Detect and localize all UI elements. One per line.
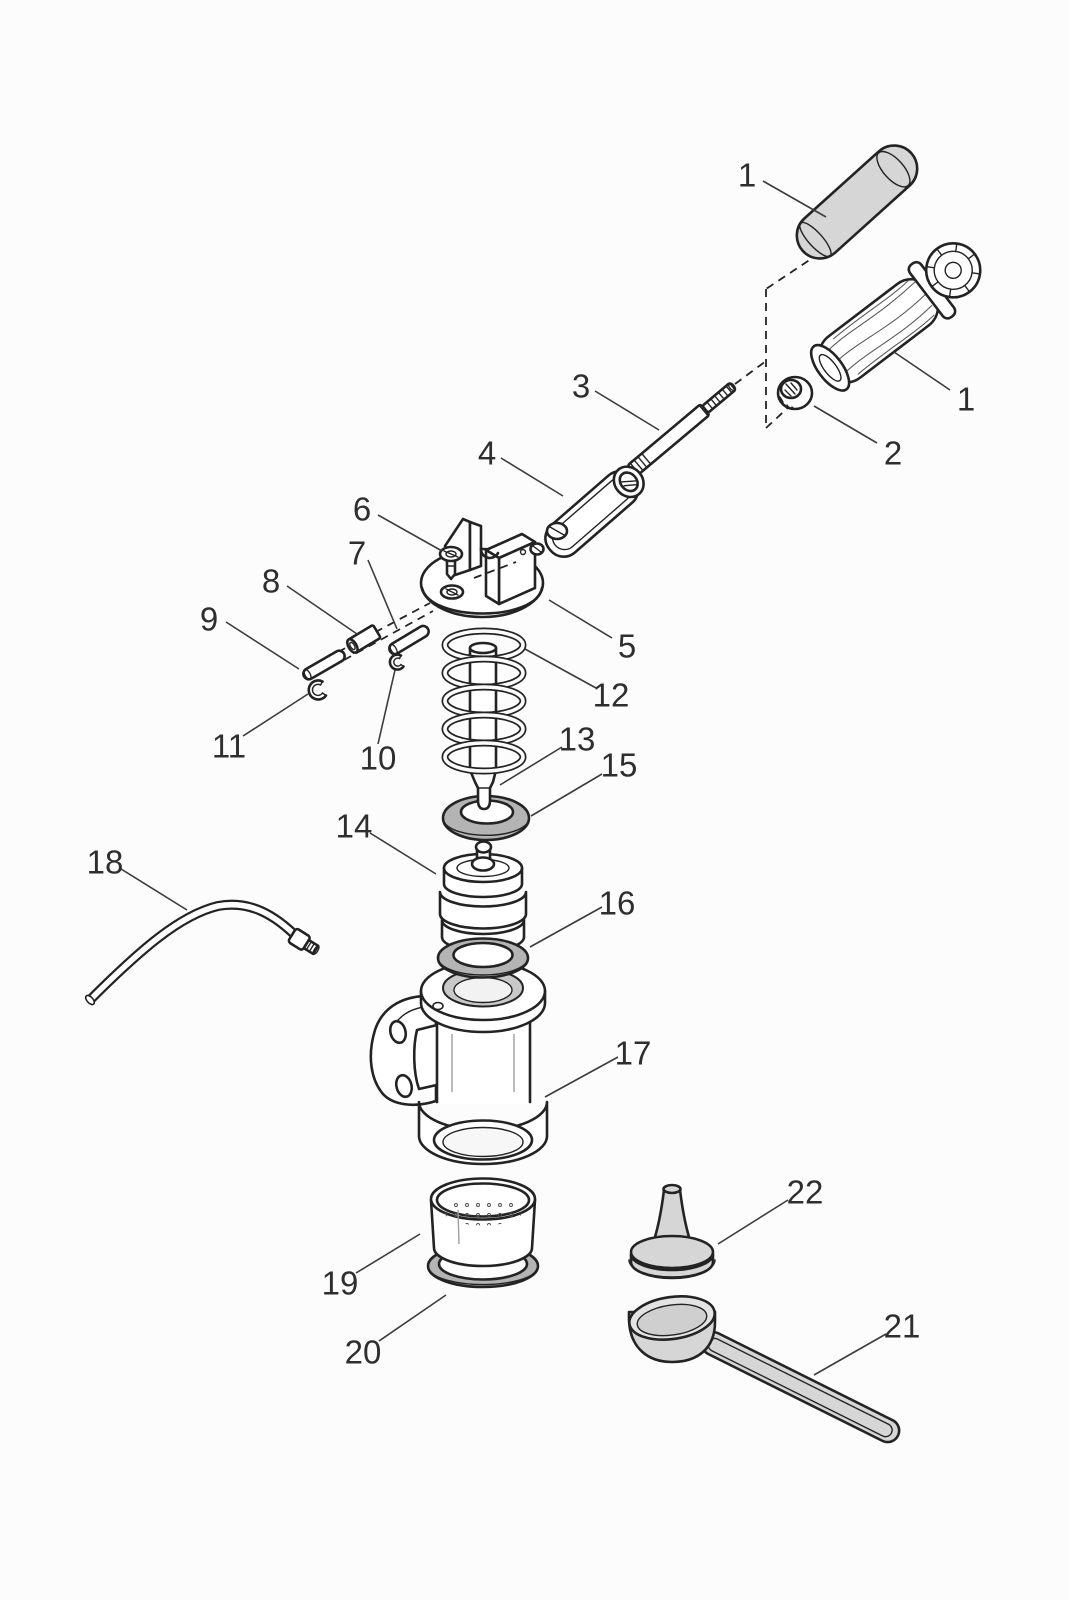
leader-to-part-5 — [548, 599, 613, 639]
callout-part-3: 3 — [572, 368, 590, 405]
leader-to-part-15 — [530, 773, 603, 817]
part-1-handle-grip — [795, 144, 919, 260]
callout-part-4: 4 — [478, 435, 496, 472]
callout-part-19: 19 — [322, 1265, 359, 1302]
callout-part-21: 21 — [884, 1308, 921, 1345]
callout-part-7: 7 — [348, 535, 366, 572]
callout-numbers: 1 1 2 3 4 5 6 7 8 9 10 11 12 13 14 15 16… — [87, 157, 976, 1371]
callout-part-2: 2 — [884, 435, 902, 472]
part-12-spring — [441, 627, 527, 775]
part-11-clip — [307, 679, 328, 701]
callout-part-10: 10 — [360, 740, 397, 777]
part-18-tube — [84, 899, 320, 1006]
leader-to-part-2 — [813, 405, 878, 444]
part-13-piston-rod — [468, 641, 498, 811]
callout-part-15: 15 — [601, 747, 638, 784]
callout-part-1-wood: 1 — [957, 381, 975, 418]
callout-part-9: 9 — [200, 601, 218, 638]
callout-part-11: 11 — [212, 728, 246, 765]
leader-to-part-19 — [355, 1233, 421, 1274]
leader-to-part-1-grip — [762, 180, 827, 218]
callout-part-16: 16 — [599, 885, 636, 922]
part-14-piston — [438, 840, 528, 953]
callout-part-17: 17 — [615, 1035, 652, 1072]
part-10-clip — [388, 653, 405, 671]
callout-part-12: 12 — [593, 677, 630, 714]
leader-to-part-6 — [377, 514, 443, 552]
leader-to-part-4 — [500, 457, 564, 497]
callout-part-18: 18 — [87, 844, 124, 881]
part-9-pin — [302, 649, 346, 681]
callout-part-8: 8 — [262, 563, 280, 600]
callout-part-14: 14 — [336, 808, 373, 845]
part-3-lever-rod — [627, 382, 737, 477]
leader-to-part-1-wood — [893, 351, 951, 391]
leader-to-part-16 — [529, 906, 603, 948]
callout-part-5: 5 — [618, 628, 636, 665]
part-1-handle-wood — [809, 242, 982, 392]
part-19-filter-basket — [429, 1177, 537, 1268]
leader-to-part-12 — [524, 648, 597, 689]
leader-to-part-10 — [377, 669, 396, 745]
leader-to-part-14 — [369, 832, 437, 875]
leader-to-part-20 — [378, 1294, 447, 1342]
leader-to-part-21 — [813, 1333, 887, 1376]
part-8-sleeve — [345, 624, 382, 655]
leader-to-part-22 — [717, 1199, 789, 1245]
leader-to-part-18 — [120, 868, 188, 911]
part-17-group-body — [369, 960, 549, 1166]
part-6-screw — [438, 545, 464, 581]
leader-to-part-13 — [499, 746, 563, 786]
part-5-top-plate — [337, 517, 545, 661]
leader-to-part-8 — [286, 585, 358, 635]
leader-to-part-9 — [225, 621, 300, 670]
callout-part-13: 13 — [559, 721, 596, 758]
part-16-seal-lower — [436, 937, 530, 979]
part-2-nut — [776, 375, 814, 411]
leader-lines — [120, 180, 951, 1376]
callout-part-22: 22 — [787, 1174, 824, 1211]
callout-part-20: 20 — [345, 1334, 382, 1371]
part-4-link-fork — [529, 465, 645, 558]
knurl-ticks — [926, 243, 980, 297]
callout-part-1-grip: 1 — [738, 157, 756, 194]
part-21-spoon — [627, 1295, 901, 1444]
part-22-tamper — [628, 1183, 716, 1280]
callout-part-6: 6 — [353, 491, 371, 528]
leader-to-part-3 — [594, 390, 660, 431]
leader-to-part-17 — [544, 1056, 619, 1098]
leader-to-part-11 — [242, 693, 309, 737]
part-7-pin — [388, 624, 430, 656]
leader-to-part-7 — [367, 559, 398, 630]
